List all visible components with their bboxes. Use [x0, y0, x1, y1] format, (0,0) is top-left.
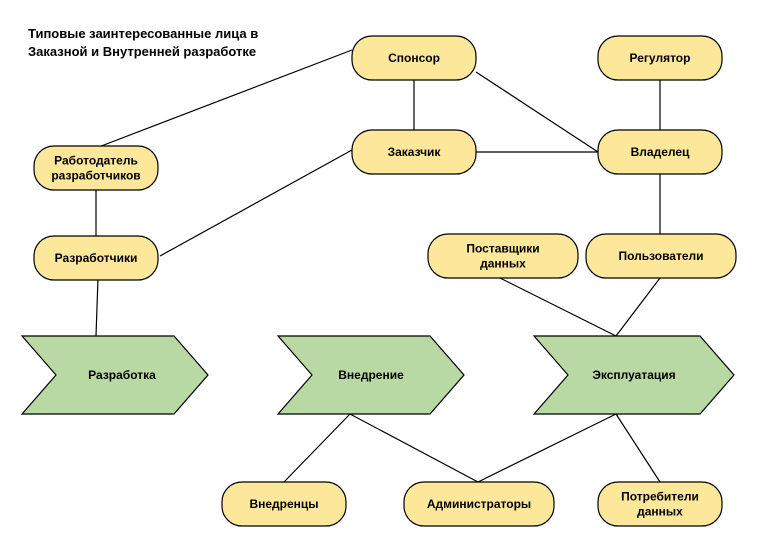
node-users: Пользователи: [585, 233, 737, 279]
node-administrators: Администраторы: [403, 481, 555, 527]
node-developers-label: Разработчики: [55, 251, 138, 265]
node-owner: Владелец: [597, 129, 723, 175]
node-developers-shape: [33, 235, 159, 281]
node-owner-label: Владелец: [631, 145, 690, 159]
title-line-1: Типовые заинтересованные лица в: [28, 26, 259, 41]
node-data-consumers-shape: [597, 481, 723, 527]
diagram-title: Типовые заинтересованные лица в Заказной…: [28, 25, 328, 61]
phase-development: Разработка: [20, 335, 209, 415]
edge-users-operation: [615, 277, 661, 337]
node-users-shape: [585, 233, 737, 279]
node-data-providers-shape: [427, 233, 579, 279]
edge-sponsor-employer: [95, 49, 353, 149]
node-sponsor: Спонсор: [351, 35, 477, 81]
node-regulator-shape: [597, 35, 723, 81]
node-employer-label: разработчиков: [51, 169, 140, 183]
node-sponsor-shape: [351, 35, 477, 81]
node-data-providers-label: Поставщики: [466, 242, 539, 256]
node-customer: Заказчик: [351, 129, 477, 175]
connectors: [95, 49, 661, 483]
edge-developers-development: [95, 277, 99, 337]
node-customer-label: Заказчик: [388, 145, 442, 159]
node-implementers: Внедренцы: [221, 481, 347, 527]
node-developers: Разработчики: [33, 235, 159, 281]
phase-implementation: Внедрение: [276, 335, 465, 415]
node-employer-shape: [33, 145, 159, 191]
node-users-label: Пользователи: [618, 249, 703, 263]
edge-operation-consumers: [615, 413, 661, 483]
node-data-consumers-label: Потребители: [621, 490, 699, 504]
edge-implementation-admins: [349, 413, 479, 483]
node-data-providers-label: данных: [480, 257, 526, 271]
node-implementers-label: Внедренцы: [249, 497, 318, 511]
node-administrators-shape: [403, 481, 555, 527]
edge-sponsor-owner: [475, 71, 599, 153]
node-customer-shape: [351, 129, 477, 175]
title-line-2: Заказной и Внутренней разработке: [28, 44, 257, 59]
phase-development-label: Разработка: [88, 368, 156, 382]
node-implementers-shape: [221, 481, 347, 527]
phase-operation: Эксплуатация: [532, 335, 735, 415]
node-administrators-label: Администраторы: [427, 497, 531, 511]
node-regulator-label: Регулятор: [630, 51, 691, 65]
edge-providers-operation: [499, 277, 617, 337]
node-owner-shape: [597, 129, 723, 175]
node-regulator: Регулятор: [597, 35, 723, 81]
edge-implementation-implementers: [283, 413, 351, 483]
node-sponsor-label: Спонсор: [388, 51, 440, 65]
edge-customer-developers: [159, 149, 353, 257]
node-data-consumers-label: данных: [637, 505, 683, 519]
edge-operation-admins: [477, 413, 617, 483]
phase-implementation-label: Внедрение: [338, 368, 404, 382]
node-employer-label: Работодатель: [54, 154, 138, 168]
phase-operation-label: Эксплуатация: [592, 368, 675, 382]
